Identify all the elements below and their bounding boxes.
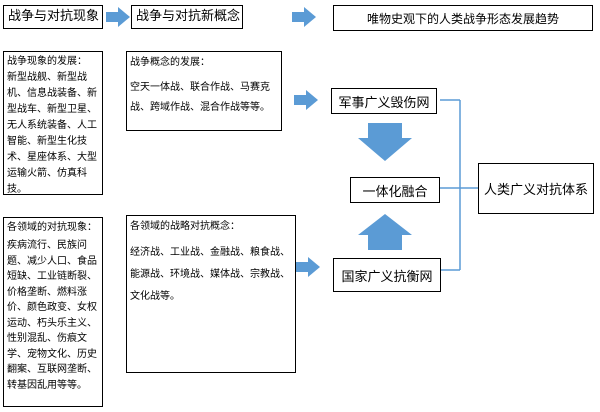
field-phenomena-title: 各领域的对抗现象： [7, 222, 97, 233]
field-concepts-title: 各领域的战略对抗概念： [130, 221, 240, 232]
top-box-concepts-label: 战争与对抗新概念 [136, 9, 241, 24]
war-concepts-body: 空天一体战、联合作战、马赛克战、跨域作战、混合作战等等。 [130, 82, 270, 113]
arrow-right-icon [292, 7, 316, 27]
arrow-right-icon [296, 257, 320, 277]
top-box-concepts: 战争与对抗新概念 [131, 5, 243, 29]
integration-label: 一体化融合 [362, 184, 428, 200]
war-concepts-box: 战争概念的发展： 空天一体战、联合作战、马赛克战、跨域作战、混合作战等等。 [126, 51, 282, 131]
top-box-trend-label: 唯物史观下的人类战争形态发展趋势 [366, 11, 559, 26]
arrow-down-icon [358, 123, 412, 161]
field-concepts-body: 经济战、工业战、金融战、粮食战、能源战、环境战、媒体战、宗教战、文化战等。 [130, 247, 290, 302]
human-system-label: 人类广义对抗体系 [483, 183, 588, 198]
human-system-box: 人类广义对抗体系 [478, 163, 594, 214]
arrow-right-icon [106, 7, 130, 27]
national-network-box: 国家广义抗衡网 [333, 258, 441, 292]
integration-box: 一体化融合 [350, 177, 440, 203]
top-box-phenomena: 战争与对抗现象 [3, 5, 103, 29]
war-phenomena-box: 战争现象的发展： 新型战舰、新型战机、信息战装备、新型战车、新型卫星、无人系统装… [3, 51, 103, 195]
field-phenomena-body: 疾病流行、民族问题、减少人口、食品短缺、工业链断裂、价格垄断、燃料涨价、颜色政变… [7, 240, 97, 391]
bracket-connector [440, 99, 478, 271]
top-box-phenomena-label: 战争与对抗现象 [8, 9, 100, 24]
arrow-up-icon [358, 214, 412, 250]
arrow-right-icon [294, 90, 318, 110]
war-phenomena-title: 战争现象的发展： [7, 56, 87, 67]
field-concepts-box: 各领域的战略对抗概念： 经济战、工业战、金融战、粮食战、能源战、环境战、媒体战、… [126, 215, 296, 373]
field-phenomena-box: 各领域的对抗现象： 疾病流行、民族问题、减少人口、食品短缺、工业链断裂、价格垄断… [3, 217, 103, 407]
war-concepts-title: 战争概念的发展： [130, 57, 210, 68]
military-network-label: 军事广义毁伤网 [338, 95, 430, 111]
military-network-box: 军事广义毁伤网 [331, 88, 437, 114]
war-phenomena-body: 新型战舰、新型战机、信息战装备、新型战车、新型卫星、无人系统装备、人工智能、新型… [7, 72, 97, 195]
top-box-trend: 唯物史观下的人类战争形态发展趋势 [333, 5, 593, 31]
national-network-label: 国家广义抗衡网 [341, 269, 433, 285]
